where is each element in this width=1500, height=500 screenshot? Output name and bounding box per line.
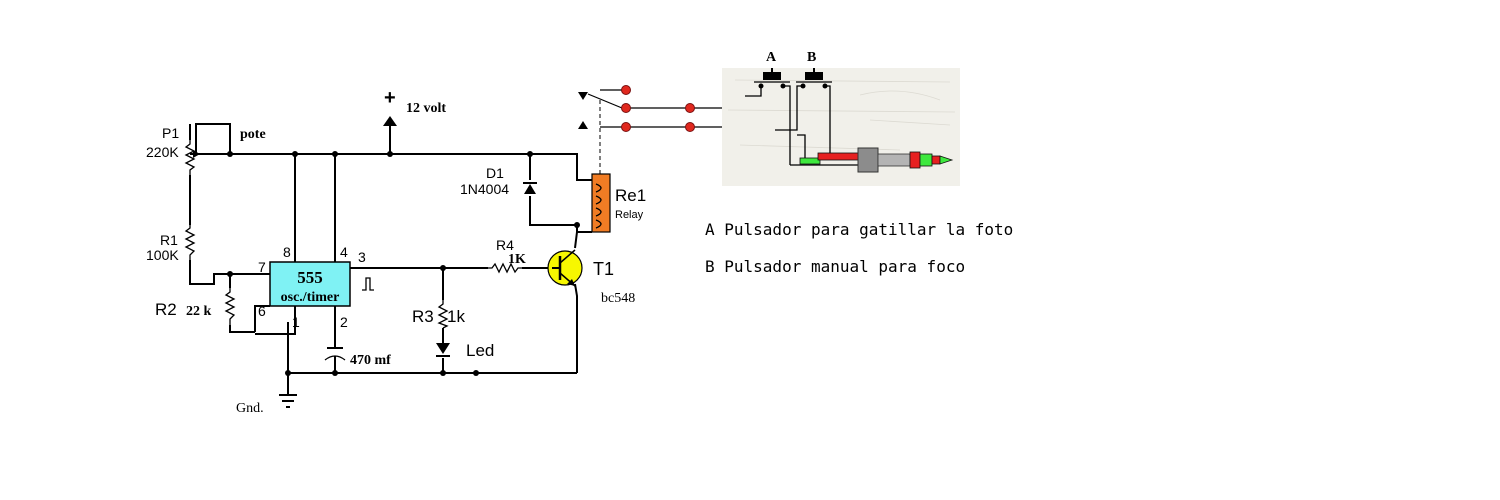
r1-label: R1 — [160, 232, 178, 248]
transistor-icon — [547, 249, 583, 287]
r2-label: R2 — [155, 300, 177, 319]
supply-label: 12 volt — [406, 101, 446, 116]
led-icon — [436, 343, 450, 357]
r2-value: 22 k — [186, 304, 212, 319]
pot-p1-resistor-icon — [184, 140, 196, 175]
r2-resistor-icon — [224, 288, 236, 325]
ic-subtitle: osc./timer — [281, 290, 340, 305]
p1-value: 220K — [146, 144, 179, 160]
r3-value: 1k — [447, 307, 465, 326]
supply-plus: + — [384, 87, 396, 109]
pin-4-label: 4 — [340, 244, 348, 260]
audio-jack-icon — [799, 147, 954, 173]
capacitor-label: 470 mf — [350, 353, 391, 368]
pot-wiper-arrow-icon — [193, 150, 200, 158]
t1-value: bc548 — [601, 291, 635, 306]
r3-resistor-icon — [437, 300, 449, 329]
d1-label: D1 — [486, 165, 504, 181]
relay-sublabel: Relay — [615, 209, 644, 221]
t1-label: T1 — [593, 259, 614, 279]
supply-arrow-icon — [383, 116, 397, 126]
switch-a-label: A — [766, 50, 777, 65]
pushbutton-jack-photo: A B — [722, 50, 960, 186]
relay-contacts — [578, 85, 695, 132]
pin-3-label: 3 — [358, 249, 366, 265]
pin-6-label: 6 — [258, 303, 266, 319]
pin-7-label: 7 — [258, 259, 266, 275]
ic-name: 555 — [297, 268, 323, 287]
r4-resistor-icon — [488, 262, 522, 274]
r4-label: R4 — [496, 237, 514, 253]
ground-label: Gnd. — [236, 401, 264, 416]
legend-line-b: B Pulsador manual para foco — [705, 257, 965, 276]
pin-1-label: 1 — [292, 314, 300, 330]
d1-value: 1N4004 — [460, 181, 509, 197]
pot-label: pote — [240, 127, 266, 142]
r1-resistor-icon — [184, 225, 196, 260]
r1-value: 100K — [146, 247, 179, 263]
square-wave-icon — [362, 277, 374, 291]
ic-555: 555 osc./timer — [269, 261, 351, 307]
p1-label: P1 — [162, 125, 179, 141]
legend-line-a: A Pulsador para gatillar la foto — [705, 220, 1013, 239]
ground-icon — [279, 394, 297, 408]
relay-coil-icon — [591, 173, 611, 233]
diode-icon — [523, 182, 537, 194]
r4-value: 1K — [508, 252, 526, 267]
relay-label: Re1 — [615, 186, 646, 205]
pin-2-label: 2 — [340, 314, 348, 330]
pin-8-label: 8 — [283, 244, 291, 260]
capacitor-icon — [324, 345, 346, 362]
led-label: Led — [466, 341, 494, 360]
r3-label: R3 — [412, 307, 434, 326]
junctions — [227, 151, 580, 376]
switch-b-label: B — [807, 50, 816, 65]
